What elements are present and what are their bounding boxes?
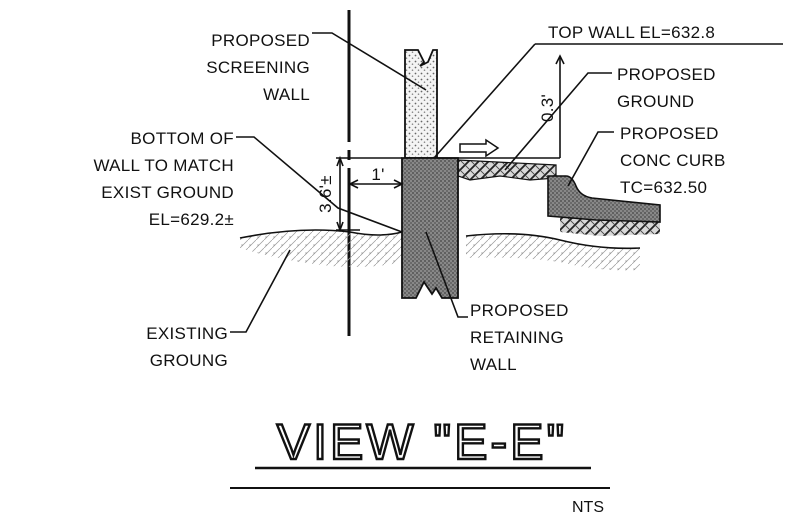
- svg-text:WALL: WALL: [263, 85, 310, 104]
- svg-text:WALL: WALL: [470, 355, 517, 374]
- svg-text:GROUNG: GROUNG: [150, 351, 228, 370]
- svg-text:RETAINING: RETAINING: [470, 328, 564, 347]
- leader-lines: [230, 32, 783, 333]
- svg-text:EXIST GROUND: EXIST GROUND: [101, 183, 234, 202]
- label-retaining-wall: PROPOSED RETAINING WALL: [470, 301, 569, 374]
- existing-ground: [239, 229, 641, 271]
- svg-text:WALL TO MATCH: WALL TO MATCH: [93, 156, 234, 175]
- svg-text:EXISTING: EXISTING: [146, 324, 228, 343]
- label-existing-ground: EXISTING GROUNG: [146, 324, 228, 370]
- concrete-curb: [547, 175, 661, 223]
- svg-text:PROPOSED: PROPOSED: [617, 65, 716, 84]
- label-screening-wall: PROPOSED SCREENING WALL: [206, 31, 310, 104]
- scale-label: NTS: [572, 499, 604, 516]
- label-proposed-ground: PROPOSED GROUND: [617, 65, 716, 111]
- retaining-wall: [401, 157, 459, 299]
- svg-text:SCREENING: SCREENING: [206, 58, 310, 77]
- flow-arrow: [459, 138, 500, 158]
- dimension-step-label: 0.3': [538, 94, 557, 122]
- dimension-height-label: 3.6'±: [316, 175, 335, 213]
- svg-text:GROUND: GROUND: [617, 92, 694, 111]
- view-title: VIEW "E-E": [277, 414, 568, 470]
- svg-text:PROPOSED: PROPOSED: [620, 124, 719, 143]
- view-title-block: VIEW "E-E" NTS: [230, 413, 610, 516]
- svg-text:EL=629.2±: EL=629.2±: [149, 210, 234, 229]
- dimension-offset-label: 1': [371, 165, 384, 184]
- dimension-height: 3.6'±: [316, 155, 402, 233]
- svg-text:PROPOSED: PROPOSED: [211, 31, 310, 50]
- svg-text:CONC CURB: CONC CURB: [620, 151, 726, 170]
- dimension-step: 0.3': [538, 54, 565, 158]
- label-bottom-wall: BOTTOM OF WALL TO MATCH EXIST GROUND EL=…: [93, 129, 234, 229]
- dimension-offset: 1': [348, 165, 404, 189]
- label-curb: PROPOSED CONC CURB TC=632.50: [620, 124, 726, 197]
- svg-text:PROPOSED: PROPOSED: [470, 301, 569, 320]
- label-top-wall: TOP WALL EL=632.8: [548, 23, 715, 42]
- screening-wall: [404, 49, 438, 159]
- svg-text:BOTTOM OF: BOTTOM OF: [131, 129, 234, 148]
- svg-text:TC=632.50: TC=632.50: [620, 178, 707, 197]
